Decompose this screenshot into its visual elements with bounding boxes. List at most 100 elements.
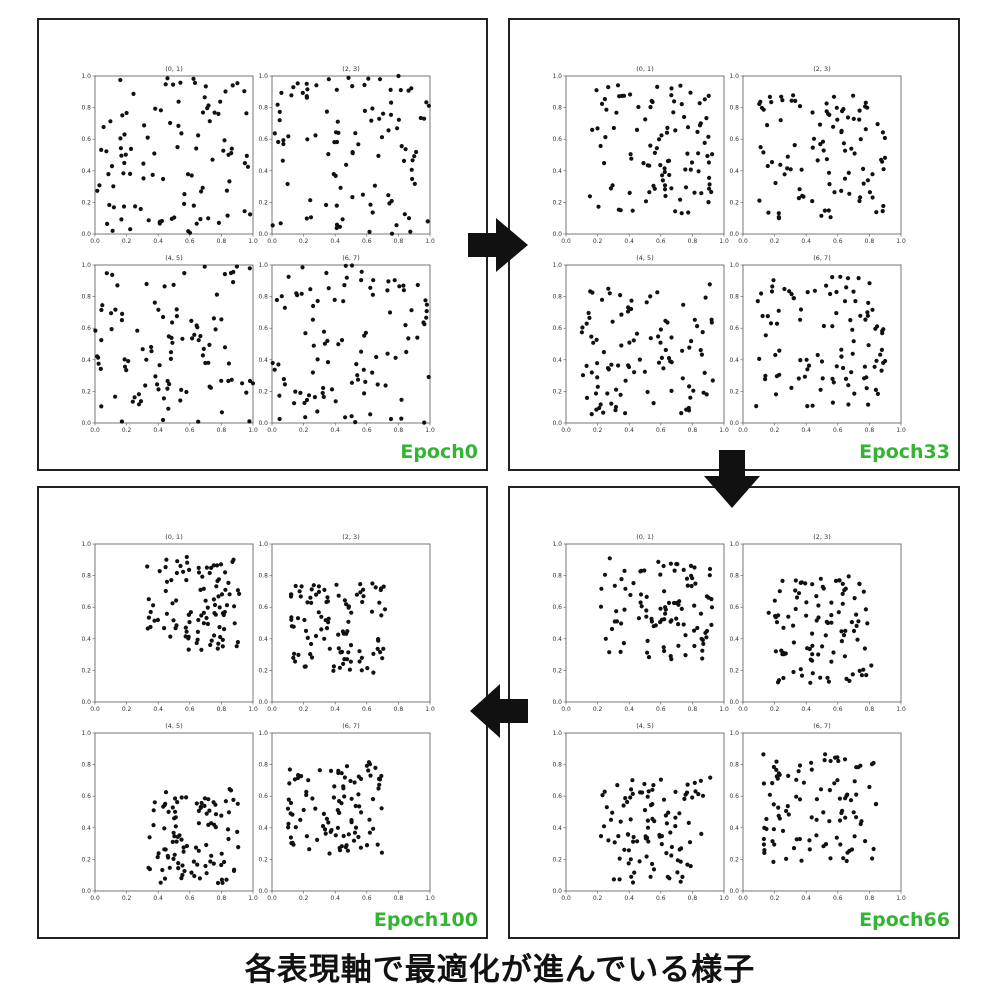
x-tick-label: 0.0 [738,238,748,245]
scatter-point [667,172,672,178]
scatter-point [765,163,770,169]
x-tick-label: 0.4 [153,238,163,245]
scatter-point [847,848,852,853]
scatter-point [175,559,180,564]
scatter-point [658,620,663,625]
scatter-point [288,592,294,597]
x-tick-label: 0.6 [185,895,195,902]
scatter-point [682,796,687,801]
y-tick-label: 0.0 [729,699,739,706]
scatter-point [820,644,825,649]
scatter-point [285,806,291,811]
scatter-point [666,356,672,361]
scatter-point [381,646,386,651]
scatter-point [326,620,331,625]
scatter-point [128,146,134,151]
x-tick-label: 0.6 [362,238,372,245]
scatter-point [130,399,135,404]
scatter-point [285,181,290,187]
scatter-point [843,148,848,153]
scatter-point [366,76,371,81]
y-tick-label: 0.0 [81,420,91,427]
scatter-point [370,210,375,215]
scatter-point [818,142,823,147]
scatter-point [779,648,784,653]
x-tick-label: 1.0 [719,895,729,902]
scatter-point [332,784,337,789]
scatter-point [645,389,650,395]
scatter-point [174,598,179,603]
scatter-point [363,379,368,384]
scatter-point [692,317,697,322]
scatter-point [410,158,415,163]
scatter-point [807,838,812,843]
scatter-point [143,383,148,388]
scatter-point [308,215,314,220]
scatter-point [780,578,785,583]
y-tick-label: 0.6 [81,325,91,332]
scatter-point [372,183,377,188]
scatter-point [810,631,815,636]
scatter-point [666,158,672,163]
scatter-point [823,633,828,638]
scatter-point [183,625,188,630]
scatter-point [328,768,334,773]
scatter-point [810,110,815,115]
x-tick-label: 0.2 [770,895,780,902]
scatter-point [341,833,346,839]
x-tick-label: 1.0 [896,895,906,902]
scatter-point [286,825,291,830]
scatter-point [308,287,313,292]
scatter-point [396,73,401,79]
scatter-point [307,847,312,852]
y-tick-label: 0.8 [258,294,268,301]
scatter-point [766,610,771,615]
scatter-point [322,341,327,346]
scatter-point [309,641,314,647]
y-tick-label: 0.6 [552,325,562,332]
scatter-point [184,389,189,395]
scatter-point [708,775,713,780]
scatter-point [329,828,334,833]
scatter-point [663,611,668,616]
scatter-point [777,589,782,594]
y-tick-label: 0.6 [258,793,268,800]
scatter-point [854,792,859,797]
scatter-point [329,387,335,392]
scatter-point [315,837,320,842]
scatter-point [841,141,846,146]
scatter-point [858,195,863,200]
scatter-point [814,618,819,623]
scatter-point [776,215,781,220]
scatter-point [789,385,794,390]
scatter-point [374,354,379,360]
x-tick-label: 0.6 [185,706,195,713]
scatter-point [840,581,845,586]
scatter-point [676,643,681,648]
scatter-point [299,291,304,296]
scatter-point [881,167,886,172]
scatter-point [809,815,814,820]
scatter-point [184,843,189,849]
scatter-point [222,859,227,865]
scatter-point [793,588,798,593]
scatter-point [830,324,835,329]
scatter-point [333,173,338,178]
scatter-point [843,628,848,633]
scatter-point [286,821,291,826]
scatter-point [122,364,128,369]
scatter-point [846,574,851,579]
scatter-point [769,100,774,105]
scatter-point [109,311,114,316]
scatter-point [631,581,636,586]
scatter-point [810,652,815,657]
scatter-point [173,824,178,829]
scatter-point [412,154,417,159]
scatter-point [842,176,848,181]
scatter-point [579,330,584,335]
scatter-point [770,839,775,844]
scatter-point [797,836,802,842]
scatter-point [95,354,100,359]
scatter-point [360,599,365,605]
